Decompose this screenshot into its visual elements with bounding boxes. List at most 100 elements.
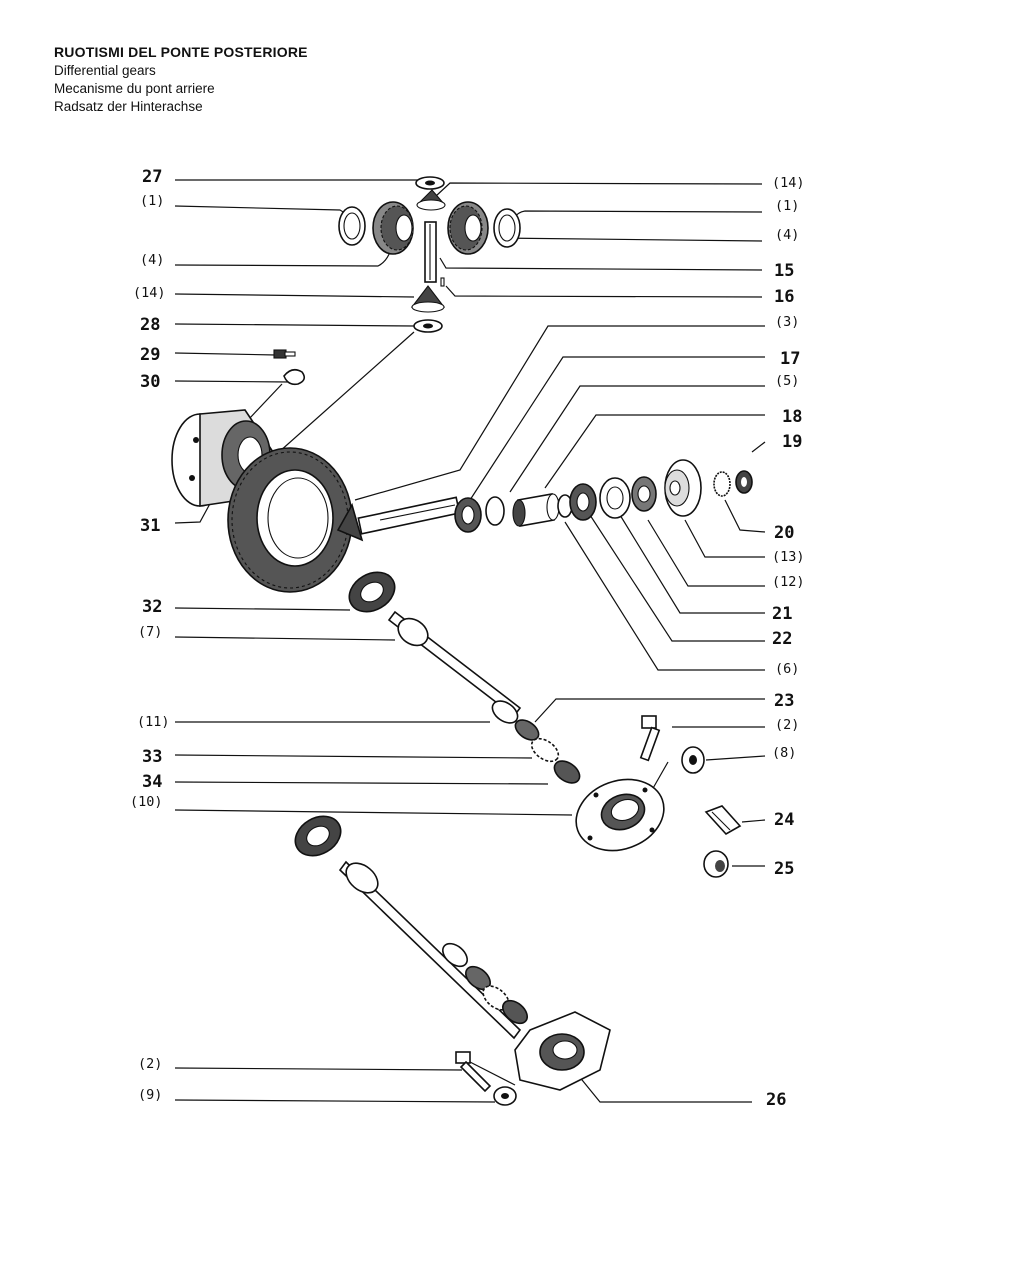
leader-26 (577, 1074, 752, 1103)
leader-28-diag (269, 331, 415, 461)
nut-19 (735, 470, 753, 494)
ring-12 (631, 476, 657, 512)
label-20: 20 (774, 523, 794, 543)
label-32: 32 (142, 597, 162, 617)
label-2-upper: (2) (775, 717, 799, 733)
cap-nut-25 (703, 850, 729, 878)
leader-1-right (513, 210, 763, 219)
ring-gear (227, 447, 353, 593)
thrust-washer-27 (415, 176, 445, 190)
label-1-left: (1) (140, 193, 164, 209)
label-6: (6) (775, 661, 799, 677)
leader-31 (174, 499, 213, 524)
label-17: 17 (780, 349, 800, 369)
leader-21 (619, 514, 765, 614)
label-14-right: (14) (772, 175, 805, 191)
leader-13 (684, 519, 765, 558)
label-28: 28 (140, 315, 160, 335)
thrust-washer-28 (413, 319, 443, 333)
label-12: (12) (772, 574, 805, 590)
pinion-shaft-15 (424, 221, 437, 283)
label-10: (10) (130, 794, 163, 810)
leader-lines (174, 179, 766, 1103)
side-gear-4-right (447, 201, 489, 255)
leader-33 (174, 754, 533, 759)
leader-18 (544, 414, 765, 489)
leader-5 (509, 385, 765, 493)
label-26: 26 (766, 1090, 786, 1110)
label-29: 29 (140, 345, 160, 365)
label-24: 24 (774, 810, 794, 830)
leader-2-lower (174, 1067, 463, 1071)
title: RUOTISMI DEL PONTE POSTERIORE (54, 44, 308, 60)
ring-34 (553, 760, 581, 784)
label-18: 18 (782, 407, 802, 427)
leader-14-right (435, 182, 763, 197)
flange-13 (664, 459, 702, 517)
lock-plate-30 (283, 368, 306, 386)
ring-23 (514, 719, 540, 741)
label-1-right: (1) (775, 198, 799, 214)
label-9: (9) (138, 1087, 162, 1103)
label-31: 31 (140, 516, 160, 536)
label-4-left: (4) (140, 252, 164, 268)
leader-4-right (499, 237, 763, 242)
spacer-18 (512, 493, 560, 527)
leader-19 (751, 441, 766, 453)
label-22: 22 (772, 629, 792, 649)
leader-10-arrow (651, 761, 669, 791)
pinion-gear-14-top (416, 189, 446, 211)
leader-10 (174, 809, 573, 816)
axle-shaft-lower (338, 860, 528, 1040)
label-4-right: (4) (775, 227, 799, 243)
washer-20 (713, 471, 731, 497)
label-5: (5) (775, 373, 799, 389)
thrust-ring-1-left (338, 206, 366, 246)
bearing-32 (348, 571, 396, 613)
label-11: (11) (137, 714, 170, 730)
label-19: 19 (782, 432, 802, 452)
leader-24 (741, 819, 766, 823)
subtitle-en: Differential gears (54, 63, 156, 78)
leader-30 (174, 380, 291, 383)
leader-1-left (174, 205, 349, 221)
leader-29 (174, 352, 277, 356)
label-8: (8) (772, 745, 796, 761)
leader-14-left (174, 293, 415, 298)
leader-23 (534, 698, 765, 723)
differential-case-31 (171, 409, 276, 507)
hub-flange-26 (514, 1011, 611, 1091)
ring-11 (491, 700, 519, 724)
label-15: 15 (774, 261, 794, 281)
part-labels: 27 (1) (4) (14) 28 29 30 31 (14) (1) (4)… (130, 167, 805, 1110)
leader-4-left (174, 251, 391, 267)
label-13: (13) (772, 549, 805, 565)
leader-6 (564, 521, 765, 671)
leader-30-diag (247, 383, 283, 421)
pinion-gear-14-bottom (410, 285, 446, 313)
label-23: 23 (774, 691, 794, 711)
hub-flange-10 (575, 778, 665, 852)
subtitle-fr: Mecanisme du pont arriere (54, 81, 215, 96)
leader-9 (174, 1099, 496, 1103)
leader-26-arrow (469, 1061, 516, 1086)
label-3: (3) (775, 314, 799, 330)
label-7: (7) (138, 624, 162, 640)
drive-pinion-shaft (336, 496, 461, 542)
label-25: 25 (774, 859, 794, 879)
stud-24 (704, 805, 742, 836)
label-33: 33 (142, 747, 162, 767)
label-30: 30 (140, 372, 160, 392)
label-21: 21 (772, 604, 792, 624)
thrust-ring-1-right (493, 208, 521, 248)
side-gear-4-left (372, 201, 414, 255)
pin-16 (440, 277, 445, 287)
nut-9 (493, 1086, 517, 1106)
seal-21 (599, 477, 631, 519)
leader-20 (724, 499, 766, 533)
bolt-2-upper (639, 715, 661, 762)
leader-3 (354, 325, 765, 501)
ring-5 (485, 496, 505, 526)
leader-7 (174, 636, 396, 641)
